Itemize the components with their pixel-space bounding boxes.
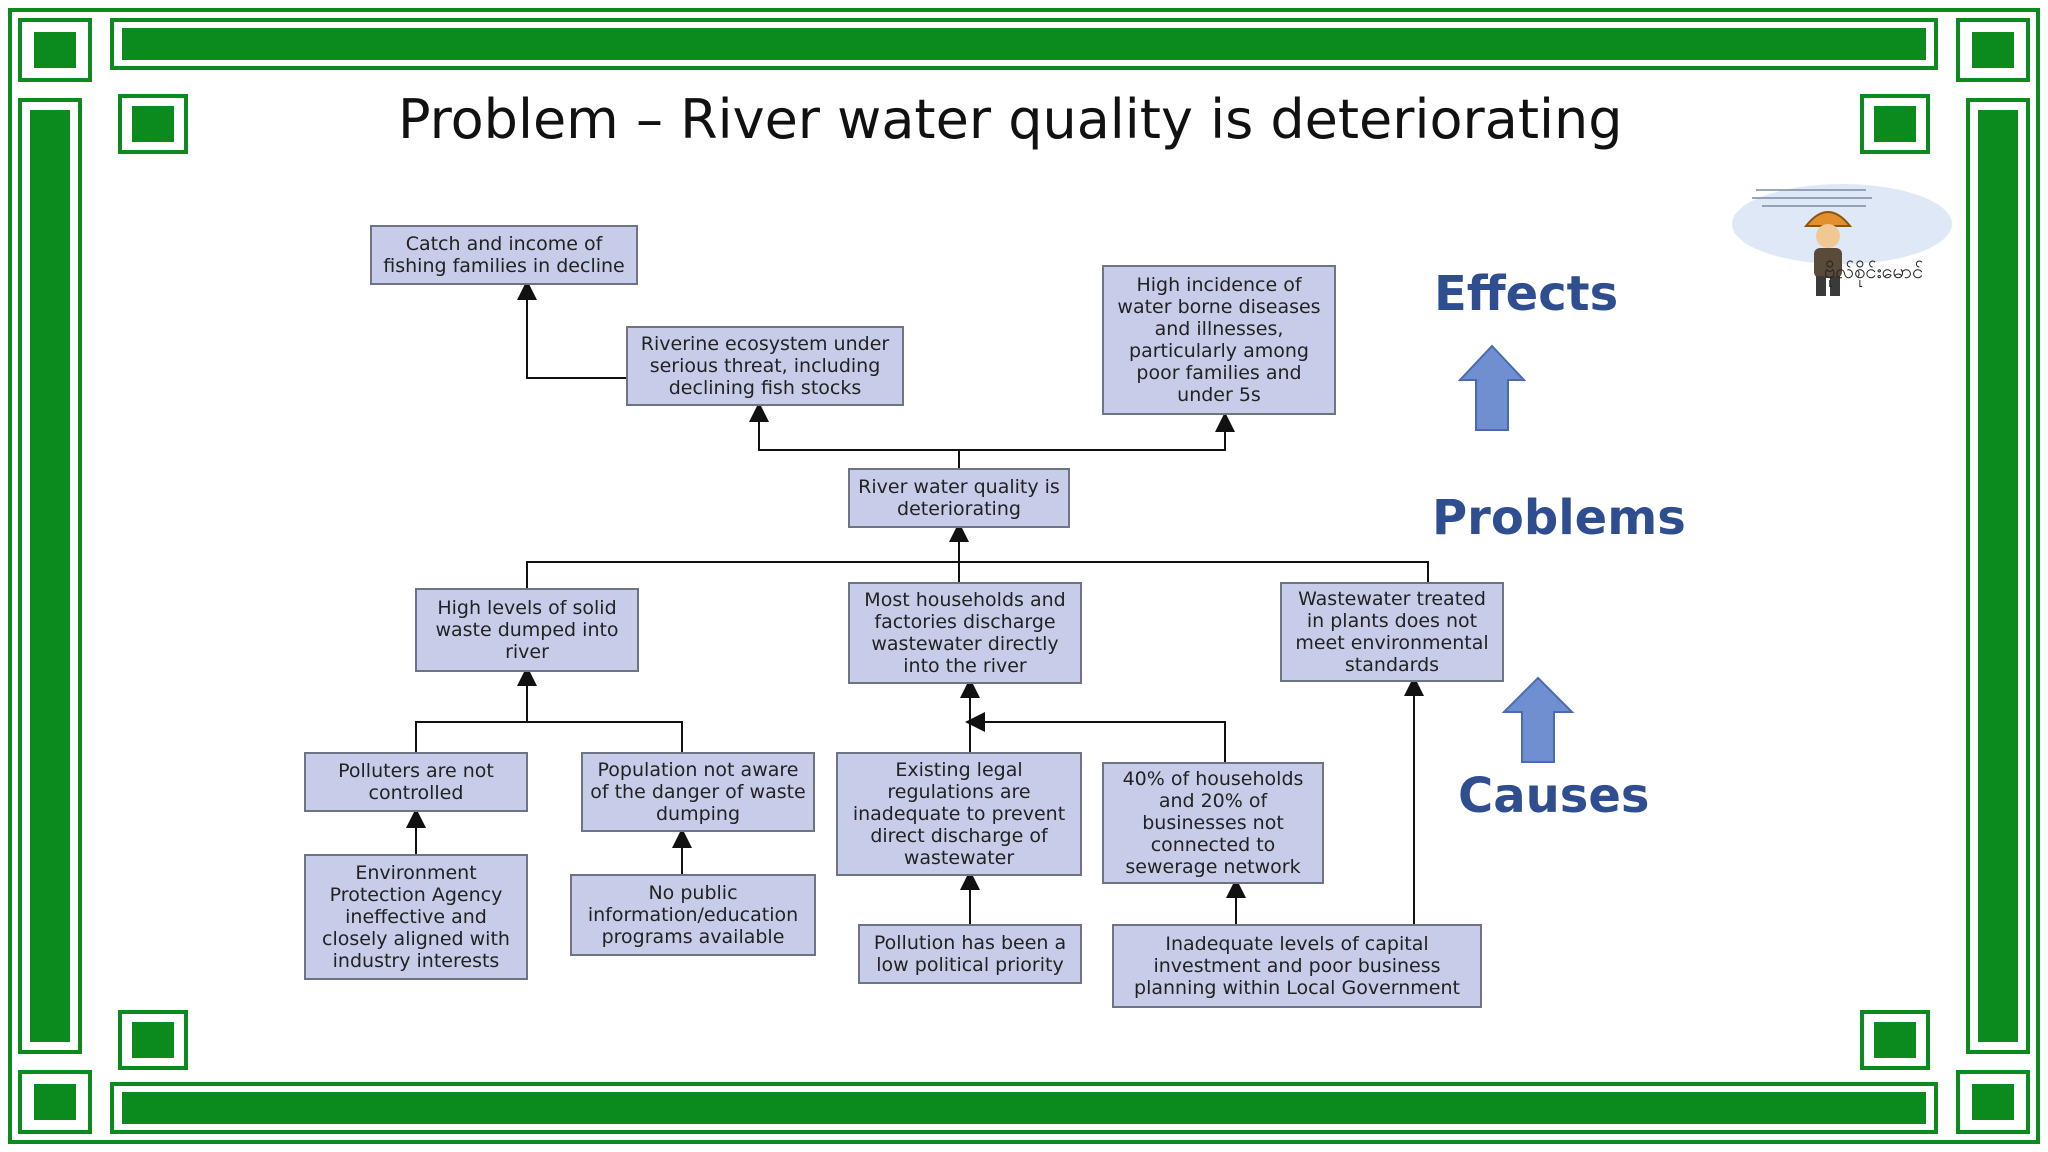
node-core-problem: River water quality is deteriorating: [848, 468, 1070, 528]
cartoon-logo: [1732, 184, 1952, 296]
label-effects: Effects: [1434, 266, 1619, 322]
causes-up-arrow: [1501, 676, 1575, 763]
edge-lower-left-bus: [415, 721, 683, 752]
edge-causes-bus: [526, 561, 1429, 588]
node-catch-income: Catch and income of fishing families in …: [370, 225, 638, 285]
node-discharge: Most households and factories discharge …: [848, 582, 1082, 684]
node-awareness: Population not aware of the danger of wa…: [581, 752, 815, 832]
edge-core-disease: [959, 412, 1235, 451]
node-disease: High incidence of water borne diseases a…: [1102, 265, 1336, 415]
node-sewerage: 40% of households and 20% of businesses …: [1102, 762, 1324, 884]
node-no-info: No public information/education programs…: [570, 874, 816, 956]
node-treatment: Wastewater treated in plants does not me…: [1280, 582, 1504, 682]
node-regulations: Existing legal regulations are inadequat…: [836, 752, 1082, 876]
edge-sewerage-discharge: [965, 712, 1226, 762]
slide-title: Problem – River water quality is deterio…: [398, 88, 1623, 151]
node-ecosystem: Riverine ecosystem under serious threat,…: [626, 326, 904, 406]
node-investment: Inadequate levels of capital investment …: [1112, 924, 1482, 1008]
label-problems: Problems: [1432, 490, 1686, 546]
node-epa: Environment Protection Agency ineffectiv…: [304, 854, 528, 980]
logo-text: ဗိုလ်စိုင်းမောင်: [1824, 259, 1924, 283]
node-polluters: Polluters are not controlled: [304, 752, 528, 812]
effects-up-arrow: [1457, 344, 1527, 431]
edge-ecosystem-catch: [517, 280, 626, 379]
edge-core-ecosystem: [749, 402, 960, 468]
node-priority: Pollution has been a low political prior…: [858, 924, 1082, 984]
label-causes: Causes: [1458, 768, 1650, 824]
node-solid-waste: High levels of solid waste dumped into r…: [415, 588, 639, 672]
